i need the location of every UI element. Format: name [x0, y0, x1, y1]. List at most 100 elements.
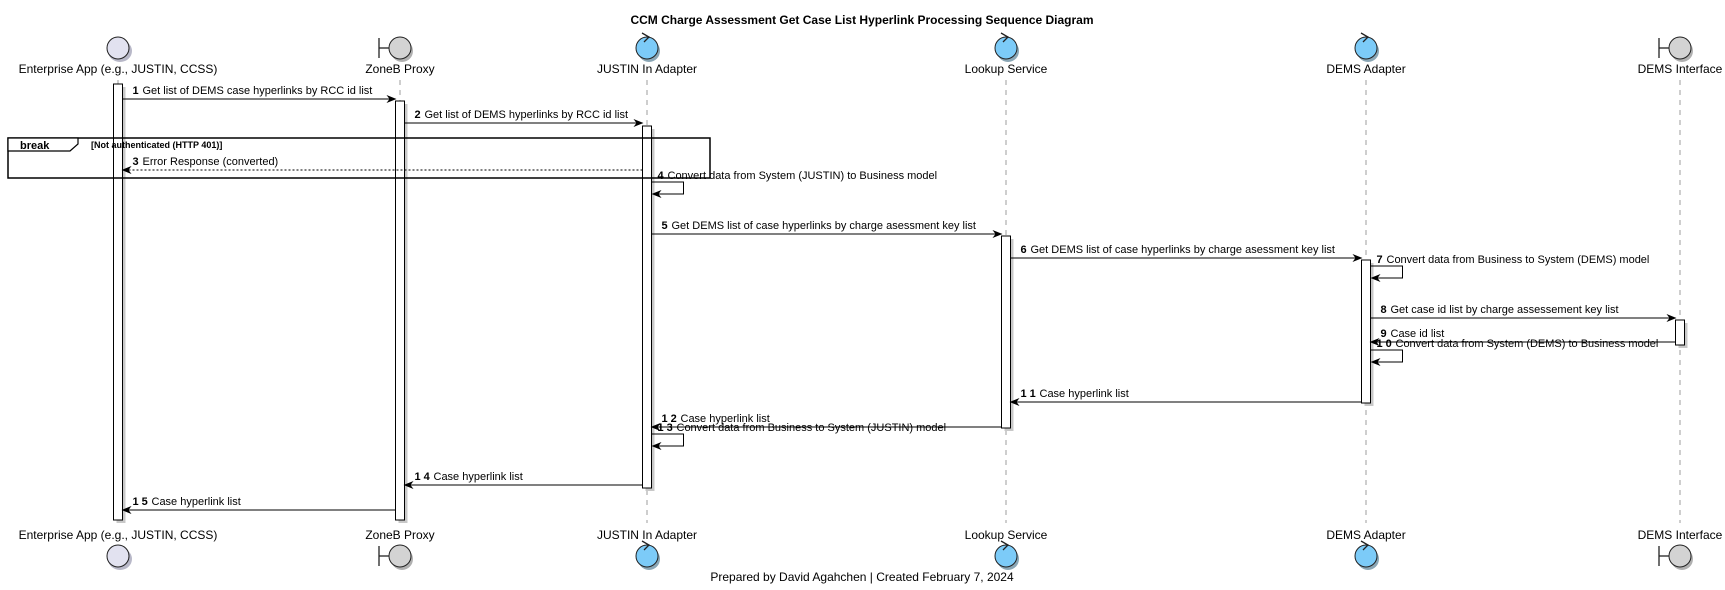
control-arrow [1000, 540, 1010, 551]
message-arrow-4 [651, 181, 684, 198]
control-icon-dems-top [1354, 32, 1379, 62]
message-label-2: Get list of DEMS hyperlinks by RCC id li… [425, 109, 629, 121]
control-circle [1354, 36, 1378, 60]
message-number-14: 1 4 [415, 471, 431, 483]
message-label-6: Get DEMS list of case hyperlinks by char… [1031, 244, 1335, 256]
control-arrow [641, 32, 651, 43]
message-arrow-13 [651, 433, 684, 450]
control-icon-justin-top [635, 32, 660, 62]
message-label-9: Case id list [1391, 328, 1445, 340]
participant-label-bottom-demsi: DEMS Interface [1638, 528, 1723, 542]
control-arrow [641, 540, 651, 551]
participant-label-bottom-ent: Enterprise App (e.g., JUSTIN, CCSS) [19, 528, 218, 542]
message-number-6: 6 [1021, 244, 1027, 256]
message-12: 1 2 Case hyperlink list [650, 413, 1002, 431]
participant-label-bottom-lookup: Lookup Service [965, 528, 1048, 542]
break-fragment: break [Not authenticated (HTTP 401)] [7, 137, 711, 179]
message-5: 5 Get DEMS list of case hyperlinks by cha… [651, 220, 1003, 238]
boundary-circle [388, 36, 412, 60]
break-fragment-guard: [Not authenticated (HTTP 401)] [91, 140, 222, 150]
participant-label-top-justin: JUSTIN In Adapter [597, 62, 697, 76]
message-label-7: Convert data from Business to System (DE… [1387, 254, 1650, 266]
message-label-14: Case hyperlink list [434, 471, 523, 483]
break-fragment-frame [7, 137, 711, 179]
activation-bar-dems [1361, 259, 1371, 404]
message-10: 1 0 Convert data from System (DEMS) to Bu… [1370, 338, 1659, 366]
lifelines [117, 80, 1681, 523]
message-2: 2 Get list of DEMS hyperlinks by RCC id l… [404, 109, 644, 127]
participant-label-top-ent: Enterprise App (e.g., JUSTIN, CCSS) [19, 62, 218, 76]
activation-bars [113, 83, 1688, 523]
participant-heads: Enterprise App (e.g., JUSTIN, CCSS) Enter… [19, 32, 1723, 570]
activation-bar-justin [642, 125, 652, 489]
actor-icon-ent-bottom [106, 544, 132, 570]
diagram-title: CCM Charge Assessment Get Case List Hype… [630, 13, 1093, 27]
message-number-13: 1 3 [658, 422, 673, 434]
participant-label-bottom-zoneb: ZoneB Proxy [365, 528, 434, 542]
control-circle [994, 544, 1018, 568]
control-circle [635, 544, 659, 568]
message-3: 3 Error Response (converted) [121, 156, 643, 174]
participant-label-top-zoneb: ZoneB Proxy [365, 62, 434, 76]
participant-label-top-lookup: Lookup Service [965, 62, 1048, 76]
activation-bar-zoneb [395, 100, 405, 521]
activation-bar-ent [113, 83, 123, 521]
message-label-3: Error Response (converted) [143, 156, 279, 168]
participant-label-top-demsi: DEMS Interface [1638, 62, 1723, 76]
control-icon-dems-bottom [1354, 540, 1379, 570]
actor-circle [106, 36, 130, 60]
message-number-10: 1 0 [1377, 338, 1392, 350]
boundary-circle [1668, 544, 1692, 568]
actor-circle [106, 544, 130, 568]
break-fragment-tab [7, 137, 79, 152]
message-arrow-10 [1370, 349, 1403, 366]
message-number-8: 8 [1381, 304, 1387, 316]
message-label-15: Case hyperlink list [152, 496, 241, 508]
participant-label-bottom-justin: JUSTIN In Adapter [597, 528, 697, 542]
control-arrow [1360, 540, 1370, 551]
message-number-2: 2 [415, 109, 421, 121]
message-label-8: Get case id list by charge assessement k… [1391, 304, 1619, 316]
message-number-4: 4 [658, 170, 665, 182]
message-number-1: 1 [133, 85, 139, 97]
message-arrow-7 [1370, 265, 1403, 282]
message-label-12: Case hyperlink list [681, 413, 770, 425]
control-circle [1354, 544, 1378, 568]
diagram-footer: Prepared by David Agahchen | Created Feb… [710, 570, 1014, 584]
actor-icon-ent-top [106, 36, 132, 62]
control-arrow [1000, 32, 1010, 43]
message-number-7: 7 [1377, 254, 1383, 266]
activation-bar-demsi [1675, 319, 1685, 346]
participant-label-bottom-dems: DEMS Adapter [1326, 528, 1405, 542]
control-circle [994, 36, 1018, 60]
boundary-icon-demsi-bottom [1658, 544, 1693, 570]
control-icon-lookup-bottom [994, 540, 1019, 570]
message-8: 8 Get case id list by charge assessement … [1370, 304, 1677, 322]
message-number-12: 1 2 [662, 413, 677, 425]
participant-label-top-dems: DEMS Adapter [1326, 62, 1405, 76]
message-label-10: Convert data from System (DEMS) to Busin… [1396, 338, 1659, 350]
message-number-3: 3 [133, 156, 139, 168]
message-13: 1 3 Convert data from Business to System … [651, 422, 947, 450]
message-label-5: Get DEMS list of case hyperlinks by char… [672, 220, 976, 232]
message-6: 6 Get DEMS list of case hyperlinks by cha… [1010, 244, 1363, 262]
activation-bar-lookup [1001, 235, 1011, 429]
control-icon-justin-bottom [635, 540, 660, 570]
message-7: 7 Convert data from Business to System (D… [1370, 254, 1650, 282]
boundary-circle [1668, 36, 1692, 60]
message-number-5: 5 [662, 220, 668, 232]
boundary-icon-demsi-top [1658, 36, 1693, 62]
message-label-4: Convert data from System (JUSTIN) to Bus… [668, 170, 938, 182]
message-number-15: 1 5 [133, 496, 148, 508]
control-icon-lookup-top [994, 32, 1019, 62]
message-label-13: Convert data from Business to System (JU… [677, 422, 947, 434]
break-fragment-label: break [20, 140, 50, 152]
boundary-icon-zoneb-top [378, 36, 413, 62]
message-label-11: Case hyperlink list [1040, 388, 1129, 400]
